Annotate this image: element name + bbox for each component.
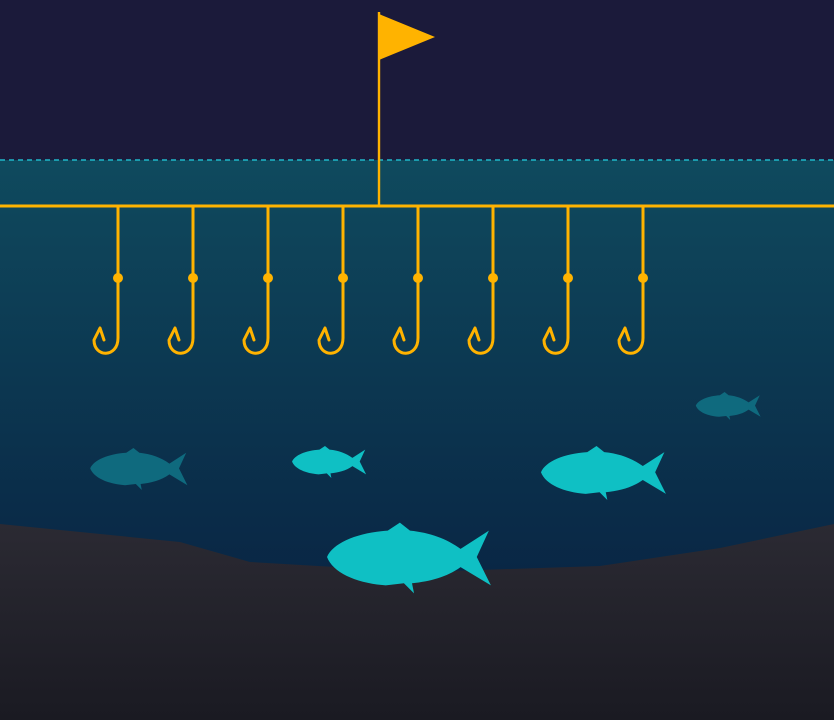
night-sky	[0, 0, 834, 160]
